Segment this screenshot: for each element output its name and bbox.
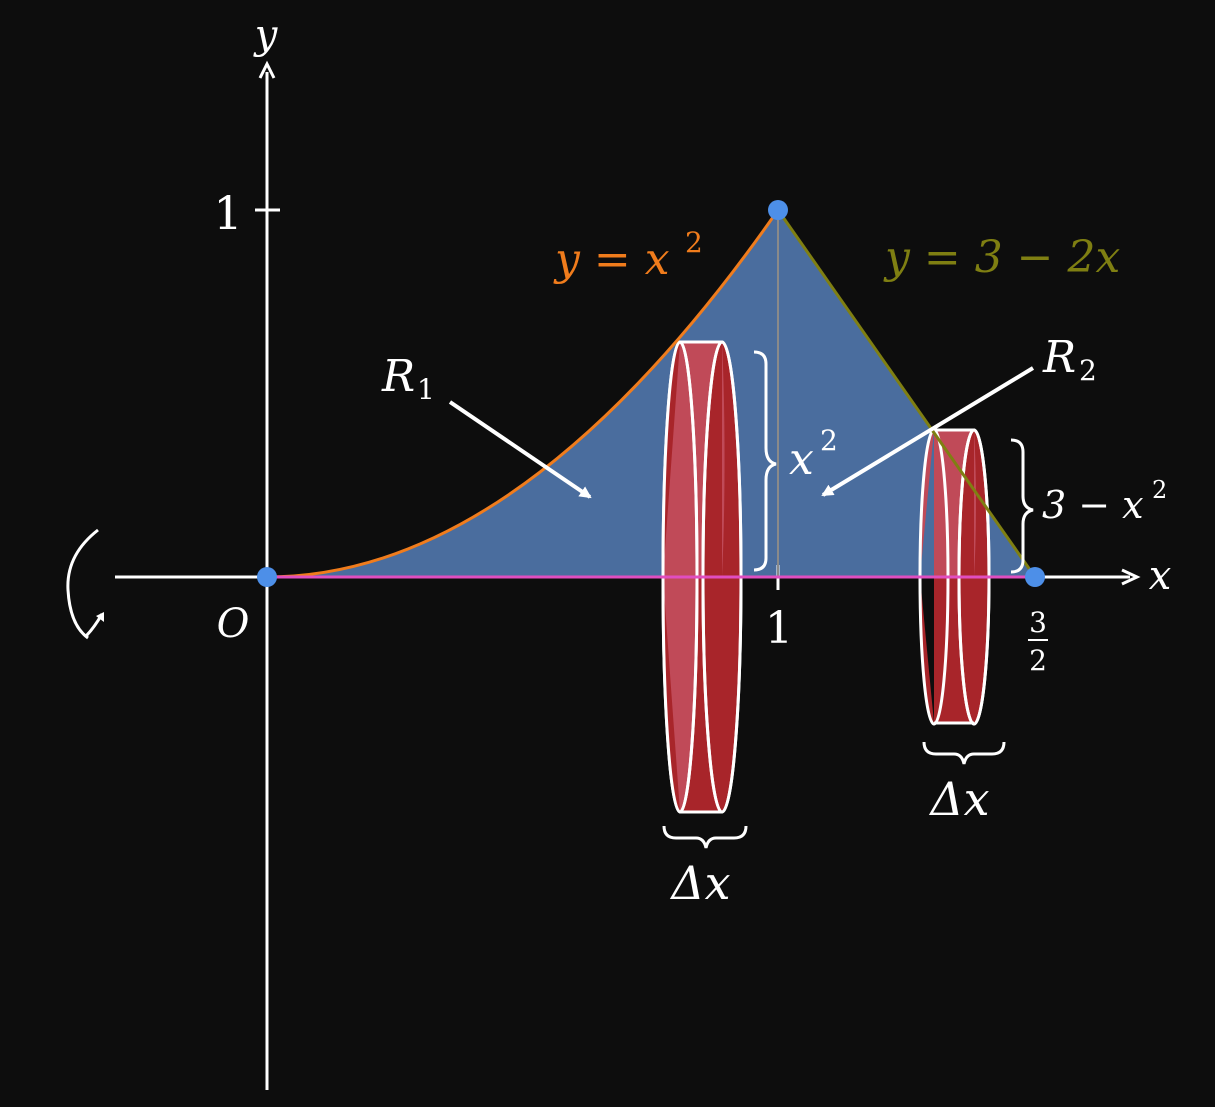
- svg-text:R: R: [381, 351, 415, 402]
- region-r1-label: R 1: [381, 351, 435, 406]
- disk2-height-label: 3 − x 2: [1042, 476, 1167, 527]
- svg-text:1: 1: [417, 373, 435, 406]
- svg-text:2: 2: [685, 226, 703, 259]
- end-point: [1025, 567, 1045, 587]
- x-tick-1-label: 1: [765, 603, 793, 654]
- origin-label: O: [217, 601, 250, 647]
- svg-text:R: R: [1042, 332, 1076, 383]
- disk1-height-label: x 2: [789, 424, 838, 485]
- peak-point: [768, 200, 788, 220]
- svg-text:2: 2: [1029, 644, 1047, 677]
- x-axis-label: x: [1149, 553, 1172, 599]
- brace-disk2-width: [922, 741, 1006, 765]
- y-tick-1-label: 1: [213, 186, 242, 240]
- svg-text:3: 3: [1029, 606, 1047, 639]
- line-label: y = 3 − 2x: [883, 232, 1121, 283]
- origin-point: [257, 567, 277, 587]
- x-axis-arrow-icon: [1121, 568, 1141, 586]
- line-curve: [776, 209, 1037, 578]
- x-tick-end-fraction: 3 2: [1028, 606, 1048, 677]
- parabola-label: y = x 2: [553, 226, 703, 285]
- r2-pointer-arrow: [821, 366, 1035, 497]
- y-axis-label: y: [253, 12, 279, 58]
- svg-text:x: x: [789, 434, 814, 485]
- disk2-width-label: Δx: [928, 772, 989, 826]
- svg-text:y = x: y = x: [553, 234, 670, 285]
- region-r2-label: R 2: [1042, 332, 1097, 387]
- svg-text:2: 2: [820, 424, 838, 457]
- y-axis-arrow-icon: [258, 60, 276, 79]
- svg-text:2: 2: [1152, 476, 1167, 504]
- parabola-curve: [266, 209, 780, 579]
- brace-disk1-height: [753, 350, 777, 572]
- disk1-width-label: Δx: [669, 856, 730, 910]
- rotation-arrow-icon: [66, 528, 104, 640]
- brace-disk1-width: [662, 825, 748, 849]
- r1-pointer-arrow: [448, 400, 592, 499]
- svg-text:3 − x: 3 − x: [1042, 483, 1144, 527]
- svg-text:2: 2: [1079, 354, 1097, 387]
- brace-disk2-height: [1010, 438, 1034, 574]
- shaded-region: [267, 210, 1035, 577]
